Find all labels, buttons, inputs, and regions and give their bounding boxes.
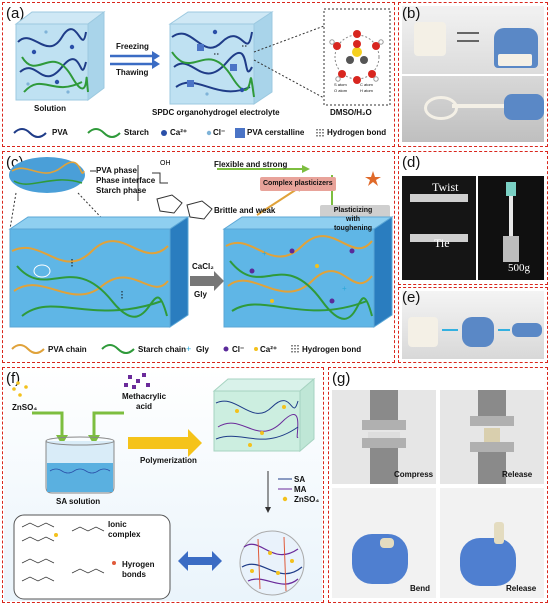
- legend-crystal: PVA cerstalline: [247, 128, 305, 137]
- photo-g-compress: [332, 390, 436, 484]
- atom-o: O atom: [334, 88, 348, 93]
- thawing-label: Thawing: [116, 68, 149, 77]
- compress-label: Compress: [394, 470, 434, 479]
- methacrylic-label: Methacrylic acid: [122, 392, 167, 411]
- twist-label: Twist: [432, 180, 459, 194]
- starch-phase-label: Starch phase: [96, 186, 147, 195]
- panel-e: [398, 287, 548, 363]
- photo-d-right: [478, 176, 544, 280]
- panel-f-illustration: [12, 373, 316, 600]
- hbonds-label: Hyrogen bonds: [122, 560, 155, 579]
- plasticizing-label: Plasticizing with toughening: [333, 207, 373, 232]
- legend-starch-chain: Starch chain: [138, 345, 187, 354]
- panel-b: [398, 2, 548, 147]
- flexible-label: Flexible and strong: [214, 160, 288, 169]
- gly-label: Gly: [194, 290, 207, 299]
- legend-ca-c: Ca²⁺: [260, 345, 278, 354]
- dmso-label: DMSO/H₂O: [330, 108, 372, 117]
- dmso-molecule: [329, 30, 384, 84]
- panel-b-label: (b): [402, 5, 421, 22]
- organohydrogel-cube: [168, 11, 274, 105]
- svg-text:OH: OH: [160, 160, 171, 167]
- legend-sa: SA: [294, 475, 306, 484]
- panel-g-label: (g): [332, 370, 351, 387]
- sa-solution-label: SA solution: [56, 497, 101, 506]
- freezing-label: Freezing: [116, 42, 149, 51]
- beaker: [45, 436, 115, 494]
- legend-ma: MA: [294, 485, 307, 494]
- panel-c-illustration: OH ++ +: [8, 157, 394, 354]
- solution-cube: [14, 11, 106, 101]
- legend-pva-chain: PVA chain: [48, 345, 87, 354]
- photo-d-left: [402, 176, 476, 280]
- weight-label: 500g: [508, 262, 530, 274]
- release1-label: Release: [502, 470, 533, 479]
- legend-cl: Cl⁻: [213, 128, 226, 137]
- panel-a: [2, 2, 395, 147]
- panel-d: [398, 151, 548, 285]
- atom-h: H atom: [360, 88, 373, 93]
- right-hydrogel-block: ++: [222, 216, 394, 328]
- znso4-label: ZnSO₄: [12, 403, 38, 412]
- panel-c: [2, 151, 395, 363]
- panel-d-label: (d): [402, 154, 421, 171]
- release2-label: Release: [506, 584, 537, 593]
- photo-g-bend: [332, 488, 436, 598]
- legend-gly: Gly: [196, 345, 209, 354]
- photo-g-release1: [440, 390, 544, 484]
- interface-label: Phase interface: [96, 176, 156, 185]
- legend-pva: PVA: [52, 128, 68, 137]
- electrolyte-label: SPDC organohydrogel electrolyte: [152, 108, 280, 117]
- panel-a-illustration: [13, 8, 391, 138]
- panel-g: [328, 367, 548, 603]
- solution-label: Solution: [34, 104, 66, 113]
- atom-c: C atom: [360, 82, 373, 87]
- legend-hbond-c: Hydrogen bond: [302, 345, 362, 354]
- cacl2-label: CaCl₂: [192, 262, 214, 271]
- tie-label: Tie: [434, 236, 450, 250]
- polymerization-label: Polymerization: [140, 456, 197, 465]
- photo-b-top: [402, 6, 544, 74]
- ionic-label: Ionic complex: [108, 520, 141, 539]
- legend-hbond: Hydrogen bond: [327, 128, 387, 137]
- legend-ca: Ca²⁺: [170, 128, 188, 137]
- network-cube: [212, 377, 316, 453]
- brittle-label: Brittle and weak: [214, 206, 276, 215]
- pva-phase-label: PVA phase: [96, 166, 137, 175]
- panel-f: [2, 367, 324, 603]
- complex-label: Complex plasticizers: [263, 180, 333, 187]
- legend-starch: Starch: [124, 128, 149, 137]
- svg-text:+: +: [186, 344, 191, 354]
- photo-g-release2: [440, 488, 544, 598]
- left-hydrogel-block: [8, 216, 190, 328]
- svg-text:+: +: [262, 249, 267, 258]
- legend-zn: ZnSO₄: [294, 495, 320, 504]
- svg-text:+: +: [342, 284, 347, 293]
- panel-a-label: (a): [6, 5, 25, 22]
- panel-e-label: (e): [402, 289, 421, 306]
- photo-e: [402, 291, 544, 359]
- atom-s: S atom: [334, 82, 347, 87]
- bend-label: Bend: [410, 584, 430, 593]
- legend-cl-c: Cl⁻: [232, 345, 245, 354]
- photo-b-bottom: [402, 76, 544, 142]
